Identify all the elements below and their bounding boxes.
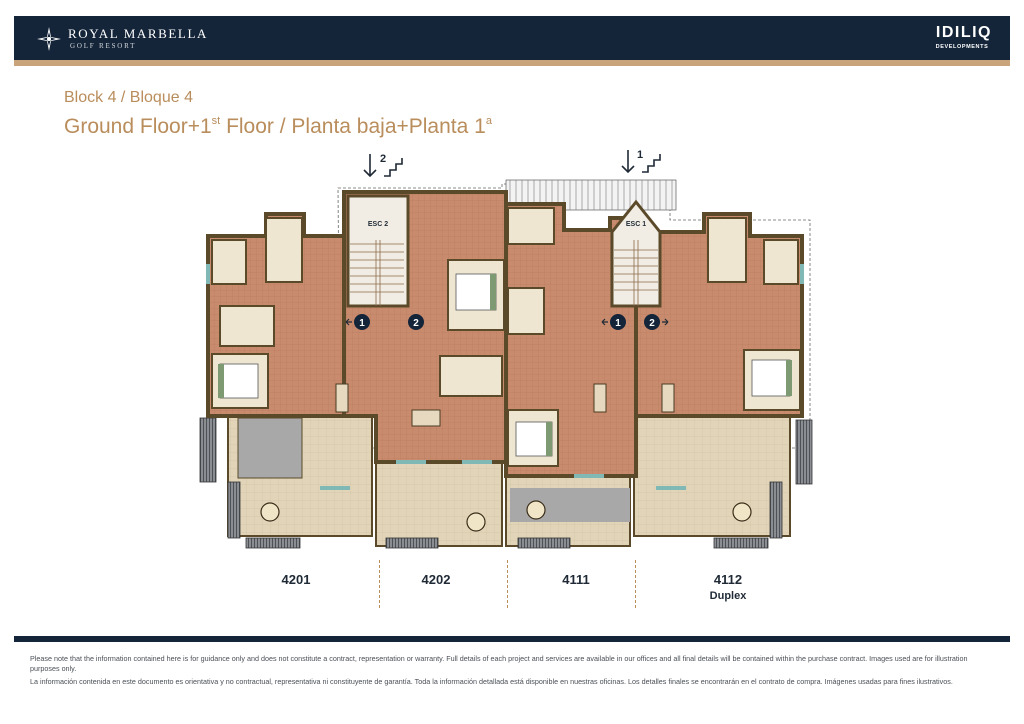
stair-label-esc1: ESC 1	[626, 221, 646, 228]
access-marker-label-3: 1	[615, 318, 621, 329]
upper-floor-outline	[337, 183, 811, 449]
beds	[219, 273, 791, 457]
floor-title-part2: Floor / Planta baja+Planta 1	[220, 115, 486, 138]
stair-indicator-2	[363, 154, 403, 178]
unit-label-4201: 4201	[281, 572, 311, 587]
footer-rule	[14, 636, 1010, 642]
terrace-tables	[260, 500, 752, 532]
floor-title: Ground Floor+1st Floor / Planta baja+Pla…	[64, 108, 492, 140]
stair-label-esc2: ESC 2	[368, 221, 388, 228]
terrace-4202	[375, 461, 503, 547]
access-markers	[345, 314, 669, 330]
title-block: Block 4 / Bloque 4 Ground Floor+1st Floo…	[64, 88, 492, 140]
terrace-4112	[633, 415, 791, 537]
unit-label-4111: 4111	[562, 572, 590, 587]
stair-indicator-1	[621, 150, 661, 174]
developer-subtitle: DEVELOPMENTS	[935, 44, 989, 50]
access-marker-label-4: 2	[649, 318, 655, 329]
floor-title-sup2: a	[485, 115, 492, 127]
header-bar: ROYAL MARBELLA GOLF RESORT IDILIQ DEVELO…	[14, 16, 1010, 60]
unit-label-4202: 4202	[421, 572, 451, 587]
brand-subtitle: GOLF RESORT	[70, 42, 137, 50]
unit-divider	[379, 560, 380, 608]
disclaimer-spanish: La información contenida en este documen…	[30, 677, 953, 686]
developer-logo-text: IDILIQ	[935, 24, 992, 41]
block-title: Block 4 / Bloque 4	[64, 89, 193, 106]
floor-plan: ESC 2 ESC 1	[199, 149, 813, 549]
disclaimer-english: Please note that the information contain…	[30, 654, 968, 673]
stair-core-1	[610, 199, 662, 308]
unit-label-4112: 4112	[713, 572, 743, 587]
floor-title-part1: Ground Floor+1	[64, 115, 212, 138]
dining-tables	[335, 383, 675, 427]
unit-divider	[507, 560, 508, 608]
star-compass-icon	[37, 27, 61, 51]
access-marker-label-2: 2	[413, 318, 419, 329]
unit-divider	[635, 560, 636, 608]
stair-core-2	[346, 194, 410, 308]
unit-type-4112: Duplex	[709, 590, 747, 602]
access-marker-label-1: 1	[359, 318, 365, 329]
header-accent-rule	[14, 60, 1010, 66]
floor-title-sup1: st	[211, 115, 221, 127]
stair-indicator-2-number: 2	[380, 153, 386, 165]
brand-name: ROYAL MARBELLA	[68, 26, 209, 41]
stair-indicator-1-number: 1	[637, 149, 643, 161]
